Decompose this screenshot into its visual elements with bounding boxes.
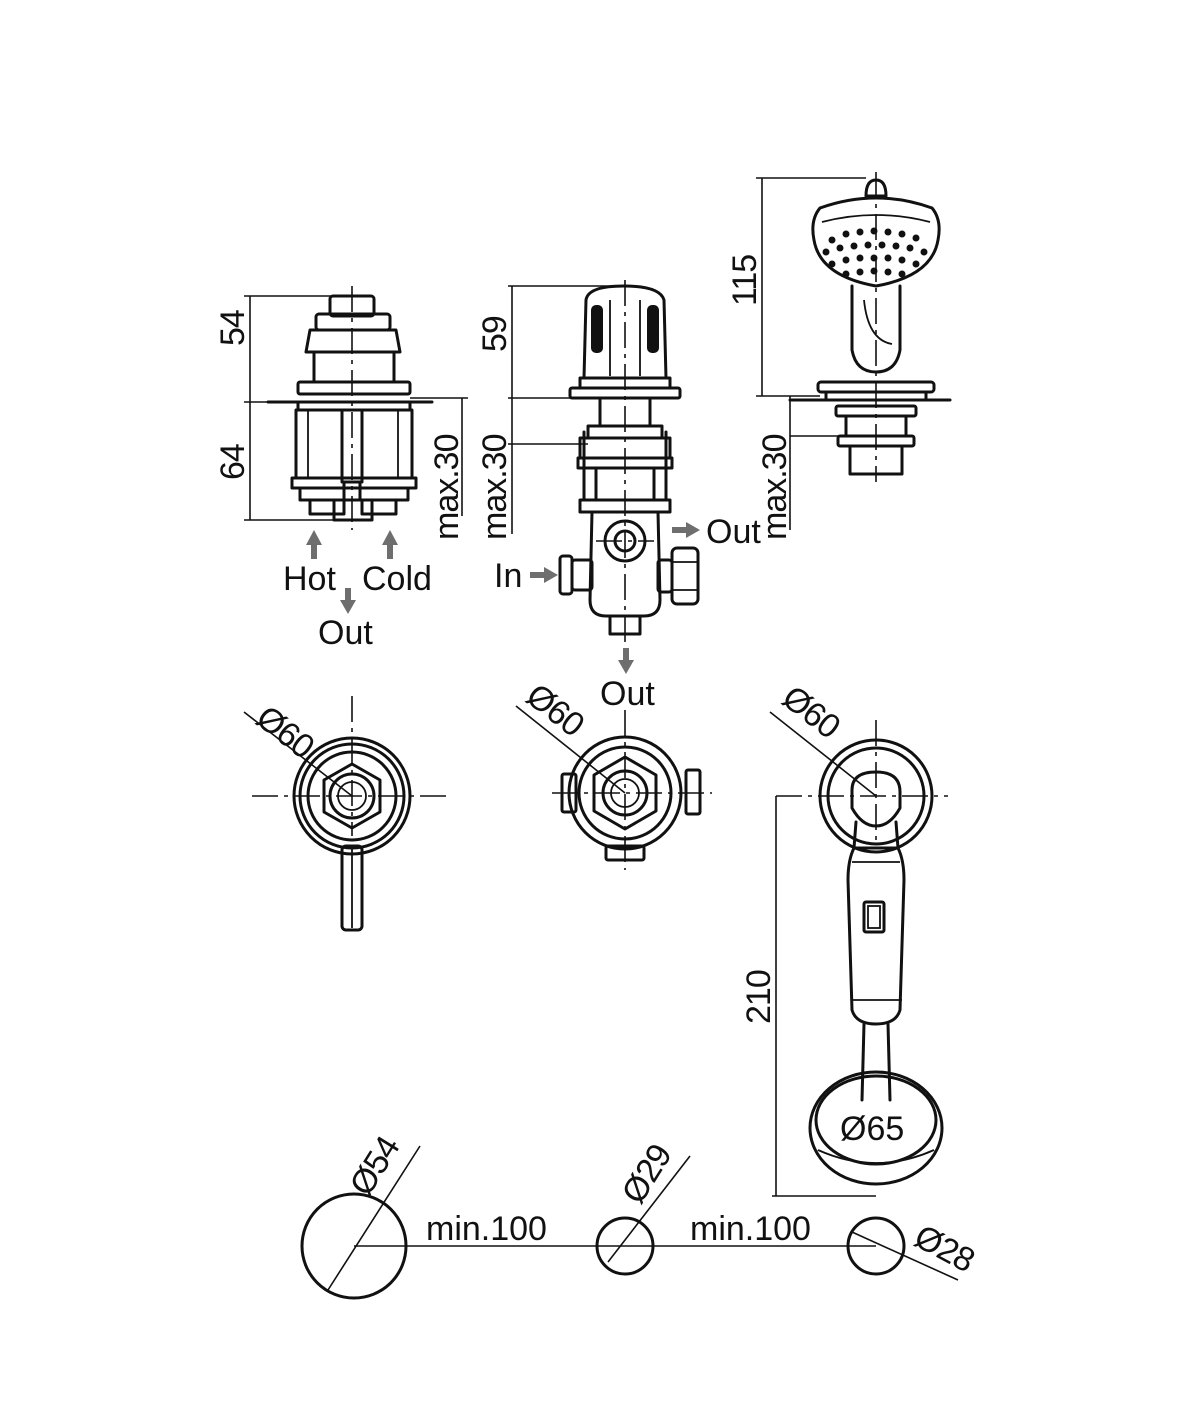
shower-max-deck-label: max.30 (756, 434, 794, 540)
hose-length-label: 210 (740, 970, 778, 1024)
mixer-max-deck-label: max.30 (428, 434, 466, 540)
diverter-dimension-lines (508, 285, 612, 534)
hole-layout (300, 1145, 959, 1300)
spacing1-label: min.100 (426, 1210, 547, 1248)
shower-top-view (769, 711, 948, 1186)
diverter-flow-arrows (530, 522, 700, 674)
shower-top-diameter-label: Ø60 (775, 678, 847, 746)
mixer-bottom-height-label: 64 (214, 444, 252, 480)
diverter-side-out-label: Out (706, 513, 761, 551)
diverter-top-view (515, 705, 712, 870)
mixer-flow-arrows (306, 530, 398, 614)
spacing2-label: min.100 (690, 1210, 811, 1248)
shower-base-diameter-label: Ø65 (840, 1110, 904, 1148)
diverter-max-deck-label: max.30 (476, 434, 514, 540)
spray-nozzle-grid (822, 227, 928, 278)
shower-dimension-lines (756, 177, 866, 530)
shower-height-label: 115 (726, 255, 764, 306)
mixer-top-height-label: 54 (214, 310, 252, 346)
hole2-diameter-label: Ø29 (615, 1138, 680, 1210)
diverter-in-label: In (494, 557, 522, 595)
shower-side-view (788, 172, 952, 482)
diverter-bottom-out-label: Out (600, 675, 655, 713)
diverter-top-diameter-label: Ø60 (519, 676, 591, 744)
diverter-side-view (558, 280, 700, 642)
hot-label: Hot (283, 560, 336, 598)
mixer-top-view (243, 696, 452, 932)
shower-hose-dimension-lines (772, 796, 876, 1197)
mixer-out-label: Out (318, 614, 373, 652)
cold-label: Cold (362, 560, 432, 598)
mixer-dimension-lines (244, 295, 468, 521)
diverter-top-height-label: 59 (476, 316, 514, 352)
mixer-side-view (266, 286, 434, 530)
hole1-diameter-label: Ø54 (343, 1130, 408, 1202)
hole3-diameter-label: Ø28 (908, 1218, 980, 1280)
